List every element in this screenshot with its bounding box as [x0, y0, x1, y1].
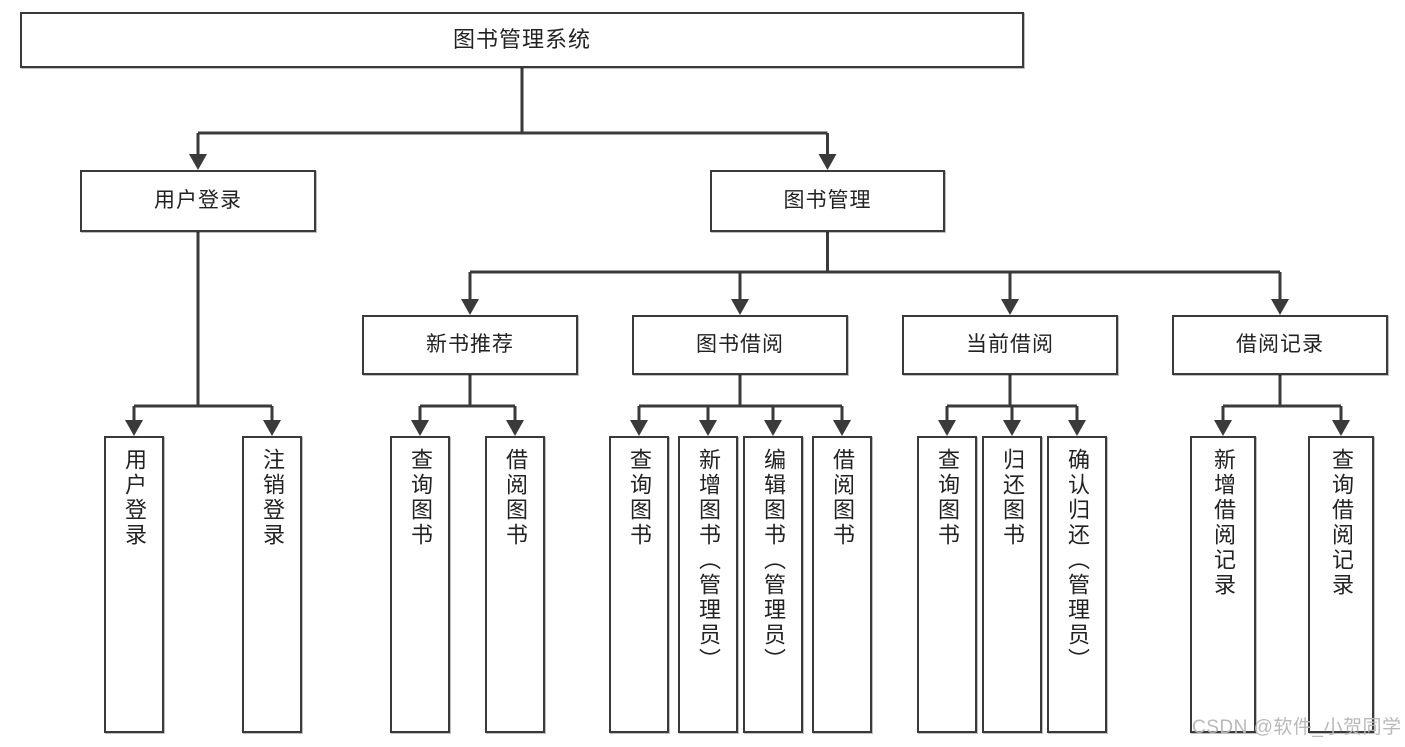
node-label: 借阅记录 — [1236, 332, 1324, 356]
node-l7[interactable]: 编辑图书（管理员） — [743, 436, 803, 733]
arrow-bookmgmt-current-head — [1001, 299, 1019, 315]
node-l10[interactable]: 归还图书 — [982, 436, 1042, 733]
node-l3[interactable]: 查询图书 — [390, 436, 450, 733]
arrow-bookmgmt-records-head — [1271, 299, 1289, 315]
node-newbook[interactable]: 新书推荐 — [362, 315, 578, 375]
node-label: 图书管理 — [783, 188, 872, 212]
arrow-newbook-l3-head — [411, 420, 429, 436]
arrow-root-bookmgmt-head — [818, 154, 837, 170]
node-l9[interactable]: 查询图书 — [917, 436, 977, 733]
arrow-newbook-l4-head — [506, 420, 524, 436]
node-l5[interactable]: 查询图书 — [609, 436, 669, 733]
node-label: 新增借阅记录 — [1211, 448, 1236, 598]
node-root[interactable]: 图书管理系统 — [20, 12, 1024, 68]
node-label: 借阅图书 — [830, 448, 855, 548]
arrow-login-l2-head — [263, 420, 281, 436]
arrow-records-l13-head — [1332, 420, 1350, 436]
node-label: 图书借阅 — [696, 332, 784, 356]
node-l13[interactable]: 查询借阅记录 — [1308, 436, 1374, 733]
node-label: 注销登录 — [260, 448, 285, 548]
arrow-borrow-l6-head — [699, 420, 717, 436]
node-l1[interactable]: 用户登录 — [104, 436, 164, 733]
node-label: 图书管理系统 — [452, 27, 591, 53]
node-label: 查询图书 — [935, 448, 960, 548]
arrow-borrow-l8-head — [833, 420, 851, 436]
node-label: 编辑图书（管理员） — [761, 448, 786, 673]
node-l11[interactable]: 确认归还（管理员） — [1047, 436, 1107, 733]
arrow-borrow-l7-head — [764, 420, 782, 436]
node-label: 归还图书 — [1000, 448, 1025, 548]
arrow-bookmgmt-newbook-head — [461, 299, 479, 315]
node-label: 用户登录 — [122, 448, 147, 548]
node-current[interactable]: 当前借阅 — [902, 315, 1118, 375]
node-bookmgmt[interactable]: 图书管理 — [710, 170, 945, 232]
arrow-bookmgmt-borrow-head — [731, 299, 749, 315]
node-label: 查询图书 — [627, 448, 652, 548]
arrow-current-l11-head — [1068, 420, 1086, 436]
node-l4[interactable]: 借阅图书 — [485, 436, 545, 733]
node-label: 新增图书（管理员） — [696, 448, 721, 673]
node-borrow[interactable]: 图书借阅 — [632, 315, 848, 375]
node-label: 用户登录 — [154, 188, 242, 212]
node-records[interactable]: 借阅记录 — [1172, 315, 1388, 375]
node-l8[interactable]: 借阅图书 — [812, 436, 872, 733]
arrow-root-login-head — [189, 154, 207, 170]
node-l2[interactable]: 注销登录 — [242, 436, 302, 733]
arrow-borrow-l5-head — [630, 420, 648, 436]
arrow-current-l10-head — [1003, 420, 1021, 436]
node-label: 借阅图书 — [503, 448, 528, 548]
node-l6[interactable]: 新增图书（管理员） — [678, 436, 738, 733]
arrow-login-l1-head — [125, 420, 143, 436]
node-l12[interactable]: 新增借阅记录 — [1190, 436, 1256, 733]
node-label: 新书推荐 — [426, 332, 514, 356]
node-label: 当前借阅 — [966, 332, 1054, 356]
node-label: 查询图书 — [408, 448, 433, 548]
node-label: 确认归还（管理员） — [1065, 448, 1090, 673]
node-label: 查询借阅记录 — [1329, 448, 1354, 598]
node-login[interactable]: 用户登录 — [80, 170, 316, 232]
arrow-current-l9-head — [938, 420, 956, 436]
arrow-records-l12-head — [1214, 420, 1232, 436]
